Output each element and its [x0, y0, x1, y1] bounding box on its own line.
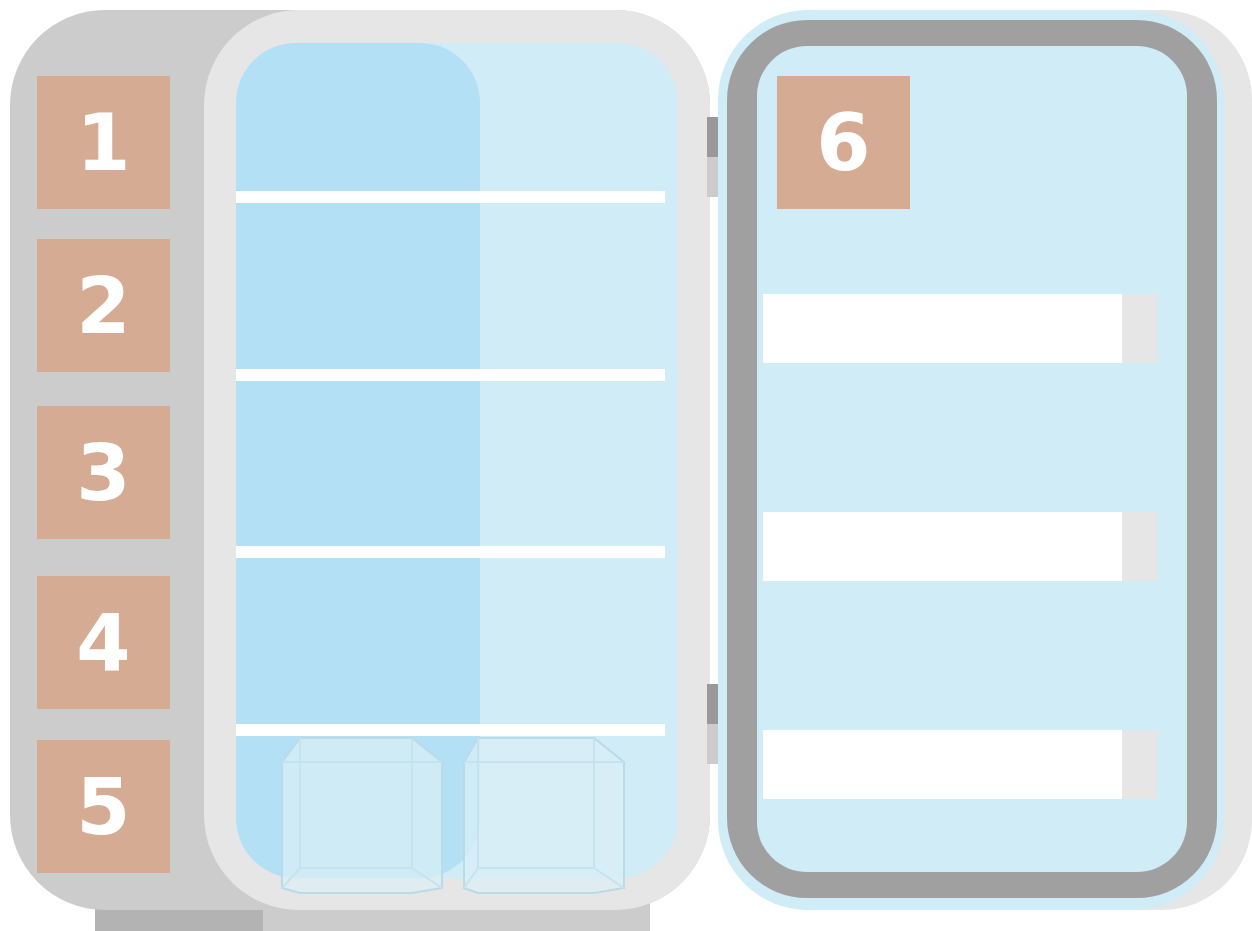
callout-number: 4	[37, 576, 170, 709]
shelf	[236, 724, 665, 736]
shelf	[236, 191, 665, 203]
door-shelf	[763, 294, 1122, 363]
door-shelf-edge	[1122, 730, 1158, 799]
callout-number: 2	[37, 239, 170, 372]
door-gasket	[727, 20, 1217, 898]
callout-number: 1	[37, 76, 170, 209]
crisper-box	[464, 738, 624, 893]
door-shelf-edge	[1122, 294, 1158, 363]
door-shelf	[763, 512, 1122, 581]
door-inner	[757, 46, 1187, 872]
shelf	[236, 546, 665, 558]
shelf	[236, 369, 665, 381]
door-shelf-edge	[1122, 512, 1158, 581]
fridge-body	[10, 10, 710, 910]
callout-number: 3	[37, 406, 170, 539]
callout-number: 5	[37, 740, 170, 873]
fridge-front	[204, 10, 710, 910]
door	[718, 10, 1224, 910]
callout-number: 6	[777, 76, 910, 209]
door-shelf	[763, 730, 1122, 799]
crisper-box	[282, 738, 442, 893]
